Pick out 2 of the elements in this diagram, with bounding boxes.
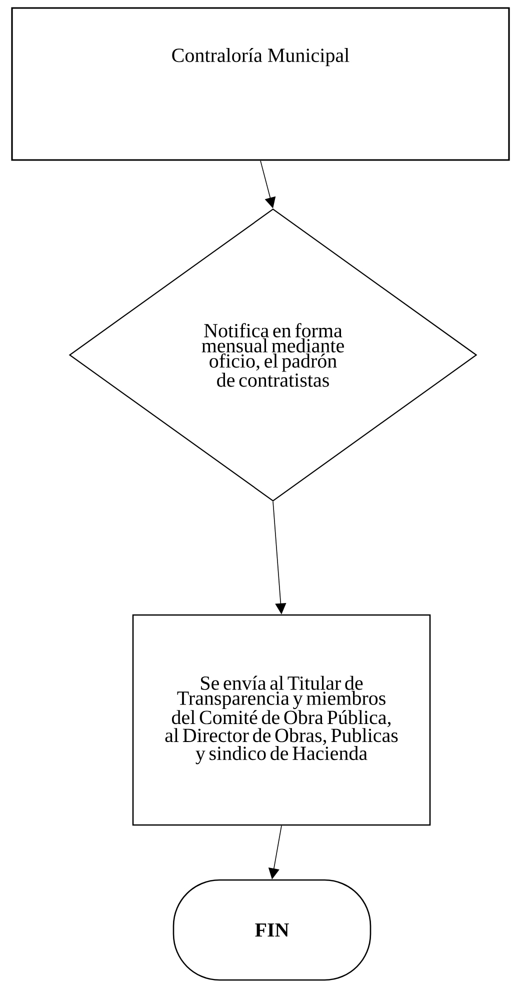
process-box: Contraloría Municipal (11, 7, 510, 161)
process-box: Se envía al Titular de Transparencia y miembros del Comité de Obra Pública, al Director de Obras, Publicas y sindico de Hacienda (132, 614, 431, 826)
